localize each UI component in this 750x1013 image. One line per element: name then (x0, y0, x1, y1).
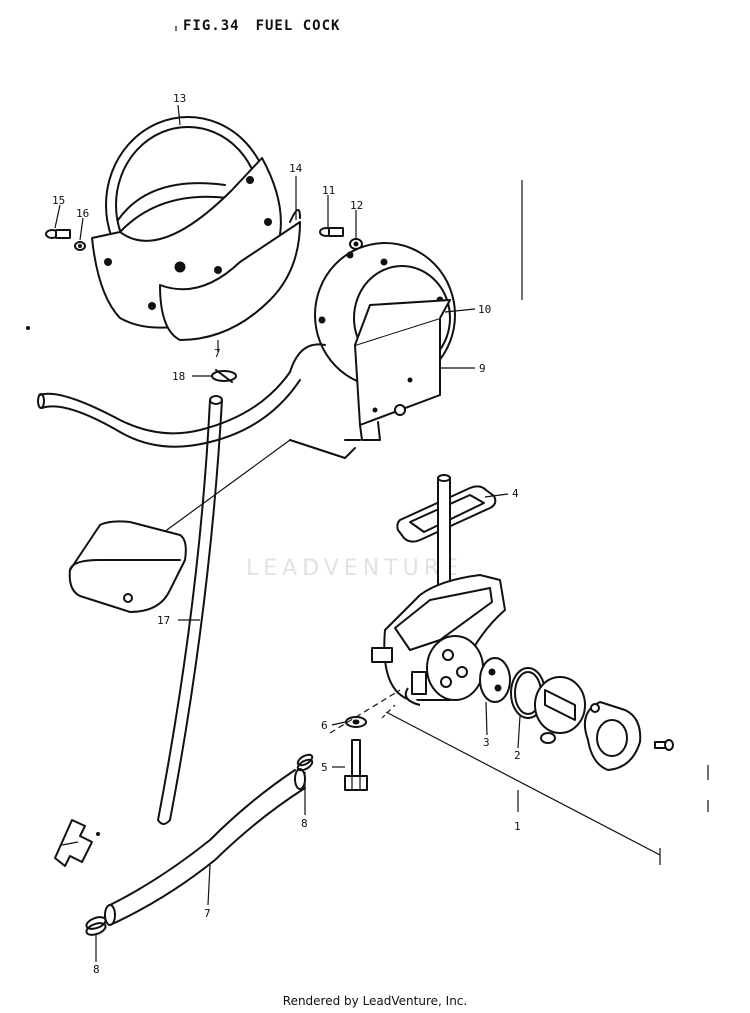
callout-8-upper: 8 (301, 817, 308, 830)
callout-1: 1 (514, 820, 521, 833)
callout-2: 2 (514, 749, 521, 762)
part-5-bolt (344, 739, 368, 791)
part-3-valve-gasket (479, 657, 511, 703)
footer-credit: Rendered by LeadVenture, Inc. (282, 994, 468, 1008)
fuel-cock-body (371, 574, 506, 706)
part-18-clip (211, 369, 237, 383)
part-7-fuel-hose (104, 768, 306, 926)
part-15-screw (45, 229, 71, 239)
lever-cover (534, 676, 586, 744)
part-8-clamp-upper (296, 753, 314, 772)
callout-9: 9 (479, 362, 486, 375)
callout-14: 14 (289, 162, 303, 175)
part-16-washer (74, 241, 86, 251)
front-arrow-icon (54, 819, 93, 867)
callout-numbers: 13 14 15 16 11 12 10 9 18 4 17 6 5 3 2 1… (52, 92, 521, 976)
callout-5: 5 (321, 761, 328, 774)
callout-7-upper: 7 (214, 347, 221, 360)
float (68, 520, 187, 613)
figure-name: FUEL COCK (255, 18, 341, 34)
breather-hose-upper (37, 371, 301, 448)
callout-7-lower: 7 (204, 907, 211, 920)
callout-18: 18 (172, 370, 185, 383)
callout-4: 4 (512, 487, 519, 500)
cover-screw (654, 739, 674, 751)
watermark-text: LEADVENTURE (246, 556, 463, 581)
callout-11: 11 (322, 184, 335, 197)
float-arm (159, 343, 356, 536)
leader-lines (26, 104, 709, 962)
callout-8-lower: 8 (93, 963, 100, 976)
callout-10: 10 (478, 303, 491, 316)
callout-12: 12 (350, 199, 363, 212)
callout-17: 17 (157, 614, 170, 627)
figure-title: FIG.34 FUEL COCK (183, 18, 340, 34)
cover-plate (584, 701, 642, 771)
callout-15: 15 (52, 194, 65, 207)
part-14-gasket (91, 157, 301, 341)
callout-16: 16 (76, 207, 89, 220)
part-8-clamp-lower (85, 916, 107, 936)
alignment-lines (329, 689, 401, 734)
part-9-sender-unit (344, 299, 451, 441)
callout-13: 13 (173, 92, 186, 105)
callout-6: 6 (321, 719, 328, 732)
part-17-hose (157, 395, 223, 825)
part-11-screw (319, 227, 344, 237)
figure-number: FIG.34 (183, 18, 240, 34)
callout-3: 3 (483, 736, 490, 749)
